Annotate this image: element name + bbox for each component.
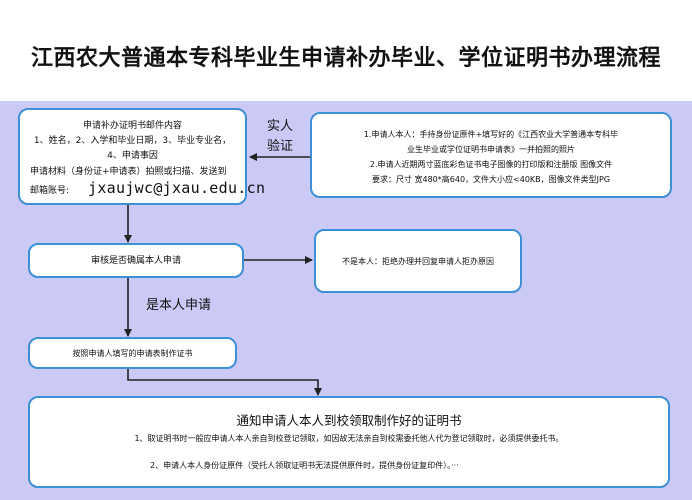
check-box: 审核是否确属本人申请	[28, 243, 244, 278]
yes-label: 是本人申请	[146, 298, 212, 313]
notify-box: 通知申请人本人到校领取制作好的证明书 1、取证明书时一般应申请人本人亲自到校登记…	[28, 396, 670, 488]
arrow-make-to-notify	[127, 368, 322, 396]
req-line-1: 1.申请人本人：手持身份证原件+填写好的《江西农业大学普通本专科毕	[363, 130, 619, 139]
requirements-box: 1.申请人本人：手持身份证原件+填写好的《江西农业大学普通本专科毕 业生毕业或学…	[310, 112, 672, 198]
req-line-2: 业生毕业或学位证明书申请表》一并拍照的照片	[407, 145, 575, 154]
mail-email-prefix: 邮箱账号:	[30, 186, 70, 196]
notify-line-1: 1、取证明书时一般应申请人本人亲自到校登记领取，如因故无法亲自到校需委托他人代为…	[134, 434, 564, 443]
make-certificate-box: 按照申请人填写的申请表制作证书	[28, 337, 237, 369]
mail-email-address: jxaujwc@jxau.edu.cn	[88, 179, 266, 197]
notify-title: 通知申请人本人到校领取制作好的证明书	[236, 413, 462, 428]
make-text: 按照申请人填写的申请表制作证书	[72, 349, 193, 358]
mail-content-box: 申请补办证明书邮件内容 1、姓名，2、入学和毕业日期，3、毕业专业名， 4、申请…	[18, 108, 265, 205]
notify-line-2: 2、申请人本人身份证原件（受托人领取证明书无法提供原件时，提供身份证复印件）。·…	[150, 461, 459, 470]
verify-label-line2: 验证	[267, 139, 294, 154]
mail-materials-line: 申请材料（身份证+申请表）拍照或扫描、发送到	[30, 167, 227, 177]
reject-text: 不是本人：拒绝办理并回复申请人拒办原因	[342, 257, 494, 266]
req-line-3: 2.申请人近期两寸蓝底彩色证书电子图像的打印版和注册版 图像文件	[369, 160, 613, 169]
title-band	[0, 0, 692, 101]
reject-box: 不是本人：拒绝办理并回复申请人拒办原因	[314, 229, 522, 293]
mail-heading: 申请补办证明书邮件内容	[82, 121, 182, 131]
check-text: 审核是否确属本人申请	[90, 256, 181, 266]
verify-label-line1: 实人	[267, 119, 294, 134]
mail-items-line: 1、姓名，2、入学和毕业日期，3、毕业专业名，	[33, 136, 232, 146]
mail-reason-line: 4、申请事因	[107, 151, 158, 161]
page-title: 江西农大普通本专科毕业生申请补办毕业、学位证明书办理流程	[30, 46, 661, 71]
req-line-4: 要求：尺寸 宽480*高640，文件大小应<40KB，图像文件类型JPG	[371, 175, 611, 184]
